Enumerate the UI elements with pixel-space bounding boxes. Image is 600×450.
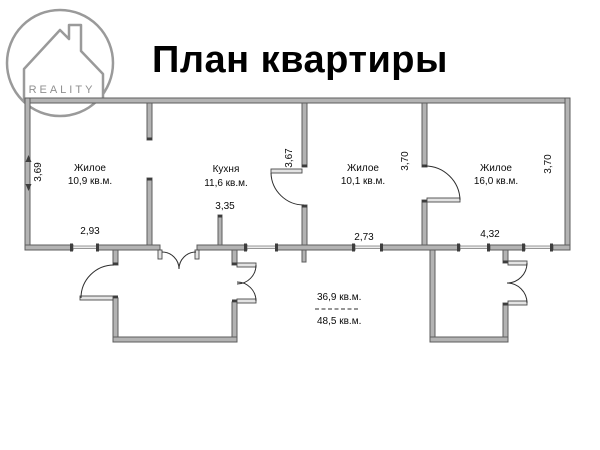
- dim-room2-width: 2,73: [354, 232, 374, 243]
- door-leaf-hall-left: [79, 295, 114, 301]
- room2-area: 10,1 кв.м.: [341, 176, 385, 187]
- door-stub-hall-top-left: [157, 249, 163, 260]
- dim-kitchen-height: 3,67: [284, 148, 295, 168]
- door-leaf-room3: [426, 197, 461, 203]
- room3-name: Жилое: [480, 163, 512, 174]
- door-arc-room3: [424, 165, 461, 201]
- living-area-value: 36,9 кв.м.: [317, 292, 361, 303]
- dim-room1-width: 2,93: [80, 226, 100, 237]
- dim-room3-width: 4,32: [480, 229, 500, 240]
- wall-end-caps: [70, 137, 553, 306]
- door-stub-hall-top-right: [194, 249, 200, 260]
- door-arc-hall-right-top: [236, 264, 257, 285]
- door-leaf-annex-bottom: [507, 300, 528, 306]
- area-summary: 36,9 кв.м. 48,5 кв.м.: [315, 292, 361, 327]
- dim-room1-height: 3,69: [33, 162, 44, 182]
- room1-name: Жилое: [74, 163, 106, 174]
- door-leaf-kitchen: [270, 168, 303, 174]
- kitchen-name: Кухня: [213, 164, 240, 175]
- door-arc-annex-top: [506, 262, 528, 284]
- dim-kitchen-width: 3,35: [215, 201, 235, 212]
- door-leaf-annex-top: [507, 260, 528, 266]
- logo-circle-icon: [5, 8, 115, 118]
- plan-walls: [24, 97, 571, 343]
- agency-logo: REALITY: [5, 8, 115, 118]
- logo-house-icon: [22, 23, 105, 104]
- door-leaf-hall-right-bottom: [236, 298, 257, 304]
- door-arc-kitchen: [270, 172, 305, 206]
- room-labels: Жилое 10,9 кв.м. Кухня 11,6 кв.м. Жилое …: [68, 163, 518, 189]
- logo-brand-text: REALITY: [29, 84, 96, 96]
- kitchen-area: 11,6 кв.м.: [204, 178, 248, 189]
- door-leaf-hall-right-top: [236, 262, 257, 268]
- door-arc-hall-right-bottom: [236, 281, 257, 302]
- page-title: План квартиры: [152, 39, 448, 81]
- room3-area: 16,0 кв.м.: [474, 176, 518, 187]
- plan-doors: [79, 165, 528, 306]
- dim-room2-height: 3,70: [400, 151, 411, 171]
- dimension-labels: 3,69 2,93 3,35 3,67 2,73 3,70 4,32 3,70: [33, 148, 554, 243]
- door-arc-hall-top: [161, 251, 197, 270]
- total-area-value: 48,5 кв.м.: [317, 316, 361, 327]
- room1-area: 10,9 кв.м.: [68, 176, 112, 187]
- dim-room3-height: 3,70: [543, 154, 554, 174]
- dimension-arrows: [25, 155, 32, 191]
- door-arc-annex-bottom: [506, 282, 528, 304]
- door-arc-hall-left: [80, 264, 115, 299]
- room2-name: Жилое: [347, 163, 379, 174]
